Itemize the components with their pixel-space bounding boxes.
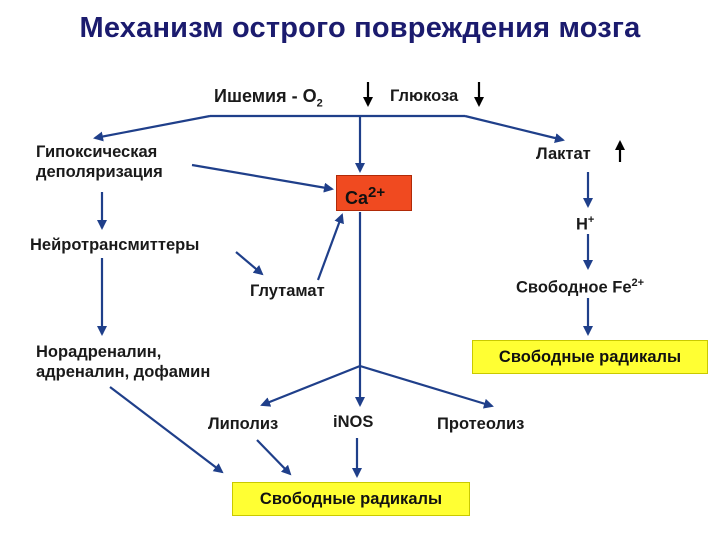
proteolysis-label: Протеолиз: [437, 415, 525, 433]
hypoxic-line1: Гипоксическая: [36, 143, 158, 161]
free-radicals-bottom-box: Свободные радикалы: [232, 482, 470, 516]
ischemia-text: Ишемия - O: [214, 86, 317, 106]
ca-box: Ca2+: [336, 175, 412, 211]
noradrenaline-label: Норадреналин, адреналин, дофамин: [36, 342, 210, 382]
ischemia-label: Ишемия - O2: [214, 86, 323, 114]
arrow-lipolysis-to-radicals: [256, 439, 292, 476]
arrow-noradrenaline-to-radicals: [109, 386, 224, 474]
arrow-ischemia-to-lactate: [464, 114, 565, 143]
arrow-hypoxic-to-ca: [191, 163, 334, 193]
hypoxic-line2: деполяризация: [36, 163, 163, 181]
ca-text: Ca: [345, 188, 369, 208]
free-fe-label: Свободное Fe2+: [516, 273, 644, 298]
inos-label: iNOS: [333, 413, 374, 431]
hypoxic-depolarization-label: Гипоксическая деполяризация: [36, 142, 163, 182]
h-superscript: +: [587, 214, 595, 226]
h-label: H+: [576, 210, 594, 235]
arrow-to-lipolysis: [260, 364, 361, 407]
h-text: H: [576, 215, 588, 234]
noradrenaline-line1: Норадреналин,: [36, 343, 162, 361]
free-fe-text: Свободное Fe: [516, 278, 632, 297]
fe-superscript: 2+: [631, 277, 645, 289]
arrow-glutamate-to-ca: [316, 213, 344, 281]
diagram-title: Механизм острого повреждения мозга: [79, 12, 641, 44]
neurotransmitters-label: Нейротрансмиттеры: [30, 236, 200, 254]
lipolysis-label: Липолиз: [208, 415, 279, 433]
glucose-label: Глюкоза: [390, 87, 459, 105]
arrow-to-proteolysis: [359, 364, 494, 409]
arrow-ischemia-to-hypoxic: [93, 114, 211, 142]
arrow-neurotransmitters-to-glutamate: [235, 251, 264, 276]
ca-superscript: 2+: [368, 184, 386, 201]
free-radicals-right-box: Свободные радикалы: [472, 340, 708, 374]
glutamate-label: Глутамат: [250, 282, 325, 300]
o2-subscript: 2: [316, 97, 323, 110]
lactate-label: Лактат: [536, 145, 591, 163]
noradrenaline-line2: адреналин, дофамин: [36, 363, 211, 381]
